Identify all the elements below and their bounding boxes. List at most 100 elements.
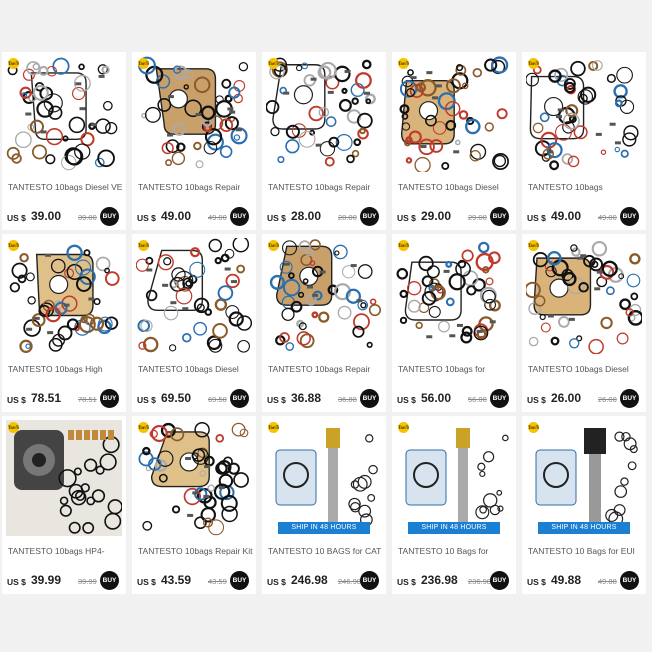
product-image[interactable]: TanTe [526, 56, 642, 172]
original-price: 236.98 [468, 577, 491, 586]
product-title[interactable]: TANTESTO 10 BAGS for CAT [268, 546, 382, 556]
price-row: US $ 49.88 49.88 BUY [527, 571, 643, 590]
currency-label: US $ [397, 213, 416, 223]
product-title[interactable]: TANTESTO 10bags Diesel [398, 182, 499, 192]
buy-button[interactable]: BUY [100, 389, 119, 408]
product-card[interactable]: TanTe SHIP IN 48 HOURS TANTESTO 10 Bags … [522, 416, 646, 594]
product-card[interactable]: TanTe TANTESTO 10bags Repair US $ 28.00 … [262, 52, 386, 230]
product-card[interactable]: TanTe TANTESTO 10bags Diesel US $ 69.50 … [132, 234, 256, 412]
price-value: 28.00 [291, 209, 322, 223]
price-row: US $ 43.59 43.59 BUY [137, 571, 253, 590]
product-title[interactable]: TANTESTO 10bags Diesel [138, 364, 239, 374]
brand-logo: TanTe [8, 240, 19, 251]
ship-badge: SHIP IN 48 HOURS [408, 522, 500, 534]
buy-button[interactable]: BUY [490, 571, 509, 590]
buy-button[interactable]: BUY [620, 389, 639, 408]
currency-label: US $ [397, 577, 416, 587]
buy-button[interactable]: BUY [230, 207, 249, 226]
product-image[interactable]: TanTe SHIP IN 48 HOURS [266, 420, 382, 536]
original-price: 43.59 [208, 577, 227, 586]
buy-button[interactable]: BUY [230, 389, 249, 408]
product-card[interactable]: TanTe TANTESTO 10bags Diesel VE US $ 39.… [2, 52, 126, 230]
product-image[interactable]: TanTe [6, 238, 122, 354]
product-card[interactable]: TanTe TANTESTO 10bags Diesel US $ 26.00 … [522, 234, 646, 412]
buy-button[interactable]: BUY [360, 207, 379, 226]
buy-button[interactable]: BUY [620, 207, 639, 226]
product-card[interactable]: TanTe TANTESTO 10bags Repair Kit US $ 43… [132, 416, 256, 594]
product-title[interactable]: TANTESTO 10bags [528, 182, 603, 192]
product-title[interactable]: TANTESTO 10bags for [398, 364, 486, 374]
price-row: US $ 26.00 26.00 BUY [527, 389, 643, 408]
product-photo [275, 428, 378, 527]
product-image[interactable]: TanTe [6, 56, 122, 172]
product-grid: TanTe TANTESTO 10bags Diesel VE US $ 39.… [2, 52, 650, 594]
product-image[interactable]: TanTe [136, 238, 252, 354]
original-price: 56.00 [468, 395, 487, 404]
buy-button[interactable]: BUY [490, 207, 509, 226]
product-card[interactable]: TanTe TANTESTO 10bags Diesel US $ 29.00 … [392, 52, 516, 230]
original-price: 49.00 [598, 213, 617, 222]
brand-logo: TanTe [268, 422, 279, 433]
buy-button[interactable]: BUY [100, 571, 119, 590]
price-row: US $ 49.00 49.00 BUY [527, 207, 643, 226]
product-title[interactable]: TANTESTO 10 Bags for [398, 546, 489, 556]
product-photo [396, 241, 501, 344]
product-card[interactable]: TanTe SHIP IN 48 HOURS TANTESTO 10 Bags … [392, 416, 516, 594]
price-value: 78.51 [31, 391, 62, 405]
product-image[interactable]: TanTe SHIP IN 48 HOURS [396, 420, 512, 536]
buy-button[interactable]: BUY [620, 571, 639, 590]
product-card[interactable]: TanTe TANTESTO 10bags HP4- US $ 39.99 39… [2, 416, 126, 594]
product-title[interactable]: TANTESTO 10bags Repair [268, 364, 371, 374]
product-image[interactable]: TanTe [396, 56, 512, 172]
product-card[interactable]: TanTe SHIP IN 48 HOURS TANTESTO 10 BAGS … [262, 416, 386, 594]
price-value: 49.88 [551, 573, 582, 587]
product-photo [14, 430, 122, 534]
product-image[interactable]: TanTe [136, 56, 252, 172]
product-title[interactable]: TANTESTO 10bags Diesel VE [8, 182, 123, 192]
product-photo [269, 239, 382, 351]
product-image[interactable]: TanTe [6, 420, 122, 536]
product-photo [535, 428, 638, 527]
price-row: US $ 246.98 246.98 BUY [267, 571, 383, 590]
buy-button[interactable]: BUY [100, 207, 119, 226]
brand-logo: TanTe [268, 58, 279, 69]
product-image[interactable]: TanTe [526, 238, 642, 354]
original-price: 29.00 [468, 213, 487, 222]
product-image[interactable]: TanTe [266, 238, 382, 354]
product-title[interactable]: TANTESTO 10bags Repair Kit [138, 546, 253, 556]
price-value: 29.00 [421, 209, 452, 223]
brand-logo: TanTe [138, 240, 149, 251]
price-value: 39.99 [31, 573, 62, 587]
buy-button[interactable]: BUY [360, 389, 379, 408]
product-title[interactable]: TANTESTO 10bags HP4- [8, 546, 105, 556]
price-row: US $ 28.00 28.00 BUY [267, 207, 383, 226]
product-photo [9, 244, 120, 353]
product-title[interactable]: TANTESTO 10bags Repair [138, 182, 241, 192]
original-price: 39.99 [78, 577, 97, 586]
product-card[interactable]: TanTe TANTESTO 10bags US $ 49.00 49.00 B… [522, 52, 646, 230]
original-price: 49.88 [598, 577, 617, 586]
product-card[interactable]: TanTe TANTESTO 10bags for US $ 56.00 56.… [392, 234, 516, 412]
original-price: 26.00 [598, 395, 617, 404]
price-row: US $ 56.00 56.00 BUY [397, 389, 513, 408]
price-row: US $ 69.50 69.50 BUY [137, 389, 253, 408]
product-card[interactable]: TanTe TANTESTO 10bags Repair US $ 36.88 … [262, 234, 386, 412]
price-value: 49.00 [161, 209, 192, 223]
product-image[interactable]: TanTe [266, 56, 382, 172]
ship-badge: SHIP IN 48 HOURS [278, 522, 370, 534]
price-value: 236.98 [421, 573, 458, 587]
ship-badge: SHIP IN 48 HOURS [538, 522, 630, 534]
product-title[interactable]: TANTESTO 10 Bags for EUI [528, 546, 635, 556]
product-title[interactable]: TANTESTO 10bags Diesel [528, 364, 629, 374]
product-card[interactable]: TanTe TANTESTO 10bags Repair US $ 49.00 … [132, 52, 256, 230]
price-value: 69.50 [161, 391, 192, 405]
product-image[interactable]: TanTe SHIP IN 48 HOURS [526, 420, 642, 536]
buy-button[interactable]: BUY [230, 571, 249, 590]
product-card[interactable]: TanTe TANTESTO 10bags High US $ 78.51 78… [2, 234, 126, 412]
buy-button[interactable]: BUY [490, 389, 509, 408]
product-title[interactable]: TANTESTO 10bags Repair [268, 182, 371, 192]
product-image[interactable]: TanTe [396, 238, 512, 354]
product-title[interactable]: TANTESTO 10bags High [8, 364, 103, 374]
buy-button[interactable]: BUY [360, 571, 379, 590]
product-image[interactable]: TanTe [136, 420, 252, 536]
